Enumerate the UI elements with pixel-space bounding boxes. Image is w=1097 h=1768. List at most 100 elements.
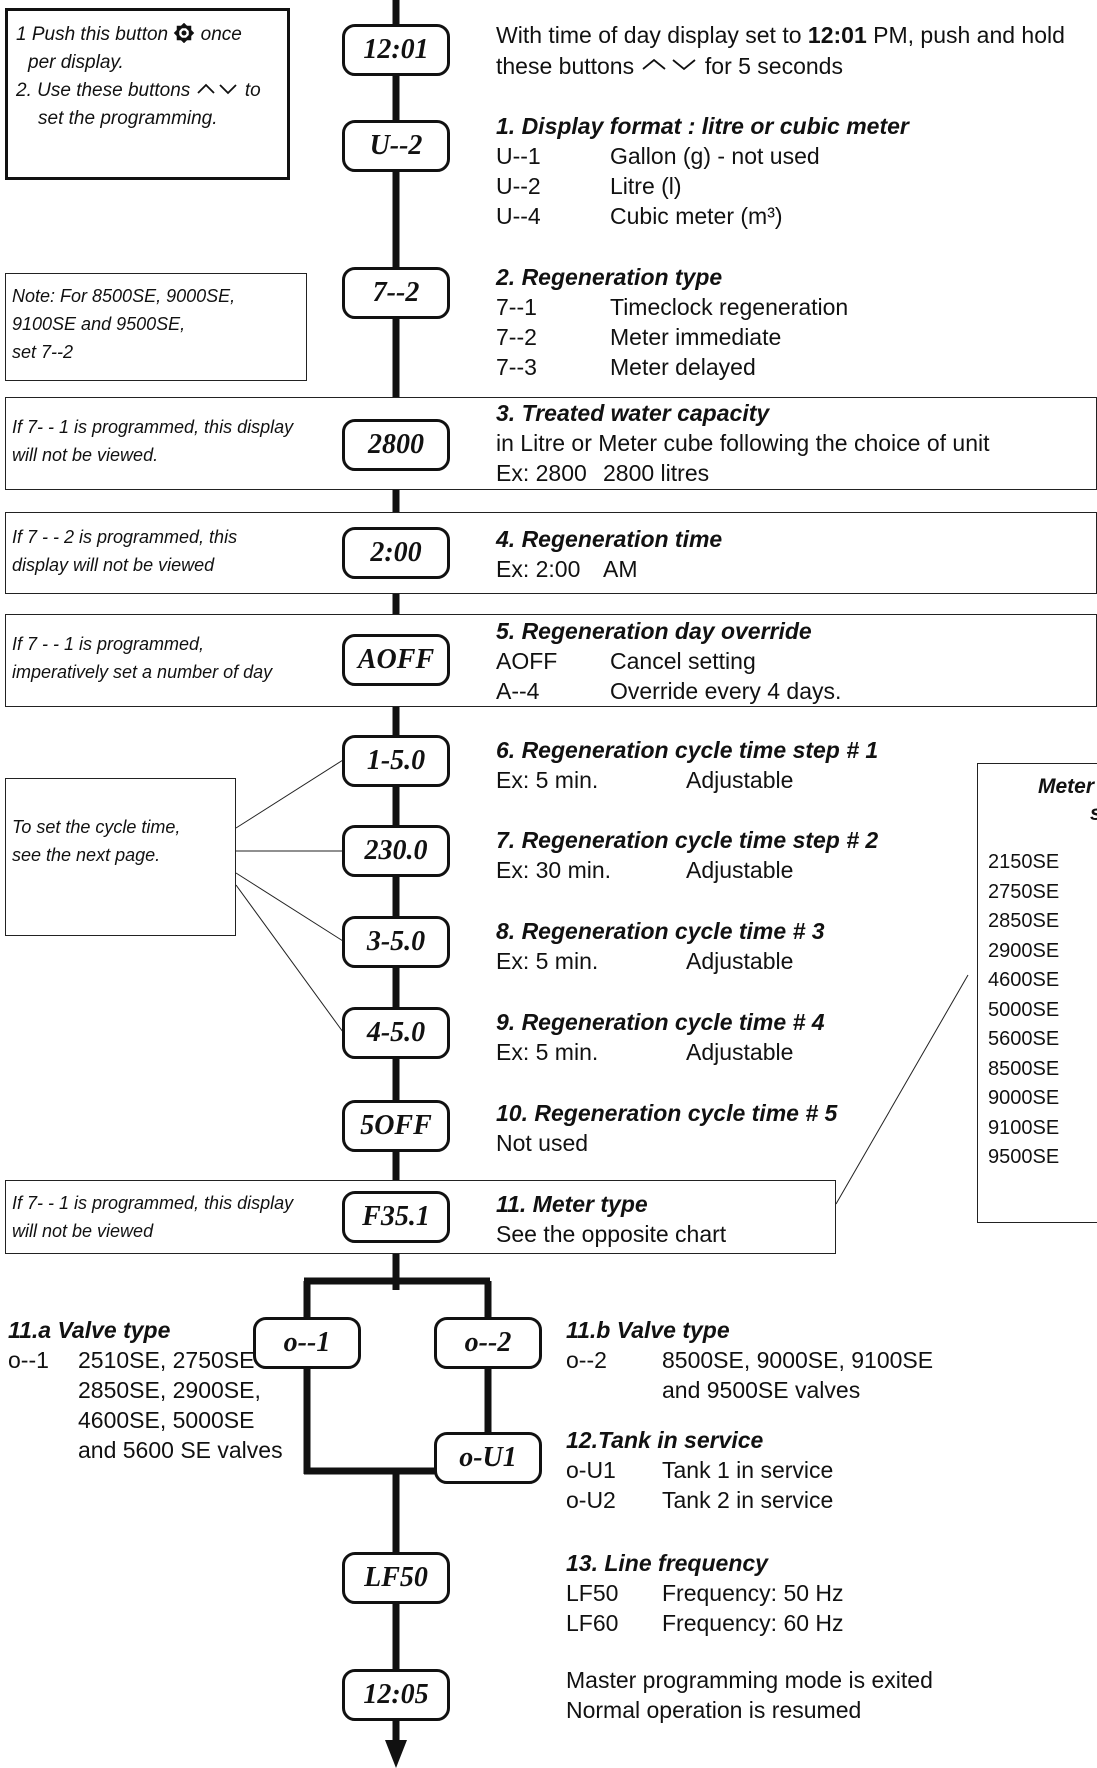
instruction-line: set the programming. (38, 108, 218, 129)
valve-models: and 9500SE valves (662, 1377, 861, 1403)
valve-models: and 5600 SE valves (78, 1437, 283, 1463)
exit-text: Master programming mode is exited (566, 1667, 933, 1693)
option-code: U--4 (496, 203, 541, 229)
section-title: 11.a Valve type (8, 1317, 171, 1343)
section-text: Not used (496, 1130, 589, 1156)
chart-model: 2850SE (988, 910, 1060, 932)
note-line: display will not be viewed (12, 555, 215, 575)
chart-model: 4600SE (988, 969, 1060, 991)
option-desc: Meter immediate (610, 324, 782, 350)
note-line: If 7- - 1 is programmed, this display (12, 1193, 294, 1213)
section-title: 11. Meter type (496, 1191, 648, 1217)
example-row: Ex: 5 min. Adjustable (496, 765, 793, 795)
section-title: 1. Display format : litre or cubic meter (496, 113, 909, 139)
example-row: Ex: 5 min. Adjustable (496, 946, 793, 976)
note-box: Note: For 8500SE, 9000SE, 9100SE and 950… (5, 273, 307, 381)
example-value: Ex: 2:00 (496, 556, 581, 582)
exit-text: Normal operation is resumed (566, 1697, 862, 1723)
example-desc: Adjustable (686, 767, 794, 793)
intro-text: for 5 seconds (704, 53, 843, 79)
note-box: If 7 - - 1 is programmed, imperatively s… (5, 614, 1097, 707)
option-row: U--1 Gallon (g) - not used (496, 141, 820, 171)
instruction-line: 2. Use these buttons (16, 80, 191, 101)
section-title: 11.b Valve type (566, 1317, 730, 1343)
note-line: If 7- - 1 is programmed, this display (12, 417, 294, 437)
section-title: 3. Treated water capacity (496, 400, 770, 426)
chart-model: 2750SE (988, 880, 1060, 903)
up-down-arrows-icon (196, 83, 237, 95)
section-title: 6. Regeneration cycle time step # 1 (496, 737, 879, 763)
option-code: LF60 (566, 1610, 619, 1636)
chart-model: 5000SE (988, 998, 1060, 1021)
valve-models: 2850SE, 2900SE, (78, 1377, 261, 1403)
chart-heading: se (988, 802, 1097, 826)
option-code: U--1 (496, 143, 541, 169)
instruction-box: 1 Push this button once per display. 2. … (5, 8, 290, 180)
display-regeneration-type: 7--2 (342, 267, 450, 319)
intro-text: With time of day display set to (496, 22, 808, 48)
option-desc: Cancel setting (610, 648, 756, 674)
option-desc: Gallon (g) - not used (610, 143, 820, 169)
display-cycle-2: 230.0 (342, 825, 450, 877)
note-box: If 7 - - 2 is programmed, this display w… (5, 512, 1097, 594)
section-title: 4. Regeneration time (496, 526, 723, 552)
display-capacity: 2800 (342, 419, 450, 471)
example-row: Ex: 5 min.Adjustable (496, 1037, 793, 1067)
option-desc: Tank 1 in service (662, 1457, 834, 1483)
example-row: Ex: 2800 2800 litres (496, 458, 709, 488)
example-desc: Adjustable (686, 948, 794, 974)
display-tank-service: o-U1 (434, 1432, 542, 1484)
option-code: LF50 (566, 1580, 619, 1606)
example-row: Ex: 2:00 AM (496, 554, 638, 584)
instruction-line: once (200, 24, 242, 45)
note-line: set 7--2 (12, 342, 74, 362)
chart-model: 9500SE (988, 1146, 1060, 1168)
chart-model: 5600SE (988, 1028, 1060, 1050)
option-row: LF50 Frequency: 50 Hz (566, 1578, 844, 1608)
display-valve-type-a: o--1 (253, 1317, 361, 1369)
option-desc: Tank 2 in service (662, 1487, 834, 1513)
option-code: A--4 (496, 678, 540, 704)
meter-type-chart: Meter se 2150SE 2750SE 2850SE 2900SE 460… (977, 763, 1097, 1223)
section-title: 2. Regeneration type (496, 264, 723, 290)
example-desc: Adjustable (686, 1039, 794, 1065)
example-value: Ex: 30 min. (496, 857, 612, 883)
option-code: o--1 (8, 1347, 49, 1373)
intro-text: PM, push and hold (866, 22, 1065, 48)
valve-list: o--1 2510SE, 2750SE (8, 1345, 254, 1375)
display-cycle-5: 5OFF (342, 1100, 450, 1152)
option-desc: Frequency: 60 Hz (662, 1610, 844, 1636)
note-line: imperatively set a number of day (12, 662, 273, 682)
display-meter-type: F35.1 (342, 1191, 450, 1243)
intro-text: these buttons (496, 53, 635, 79)
example-value: Ex: 2800 (496, 460, 587, 486)
option-desc: Timeclock regeneration (610, 294, 849, 320)
note-line: 9100SE and 9500SE, (12, 314, 186, 334)
section-text: in Litre or Meter cube following the cho… (496, 430, 990, 456)
instruction-line: per display. (28, 52, 124, 73)
chart-model: 2900SE (988, 939, 1060, 962)
note-line: will not be viewed. (12, 445, 159, 465)
section-title: 5. Regeneration day override (496, 618, 812, 644)
example-desc: 2800 litres (603, 460, 710, 486)
instruction-line: 1 Push this button (16, 24, 169, 45)
example-value: Ex: 5 min. (496, 948, 599, 974)
valve-models: 8500SE, 9000SE, 9100SE (662, 1347, 934, 1373)
example-value: Ex: 5 min. (496, 767, 599, 793)
section-title: 8. Regeneration cycle time # 3 (496, 918, 825, 944)
gear-icon (174, 22, 195, 44)
section-title: 7. Regeneration cycle time step # 2 (496, 827, 879, 853)
display-valve-type-b: o--2 (434, 1317, 542, 1369)
arrow-down-icon (385, 1740, 407, 1768)
example-desc: AM (603, 556, 638, 582)
chart-model: 9100SE (988, 1116, 1060, 1139)
option-desc: Frequency: 50 Hz (662, 1580, 844, 1606)
valve-models: 2510SE, 2750SE (78, 1347, 255, 1373)
